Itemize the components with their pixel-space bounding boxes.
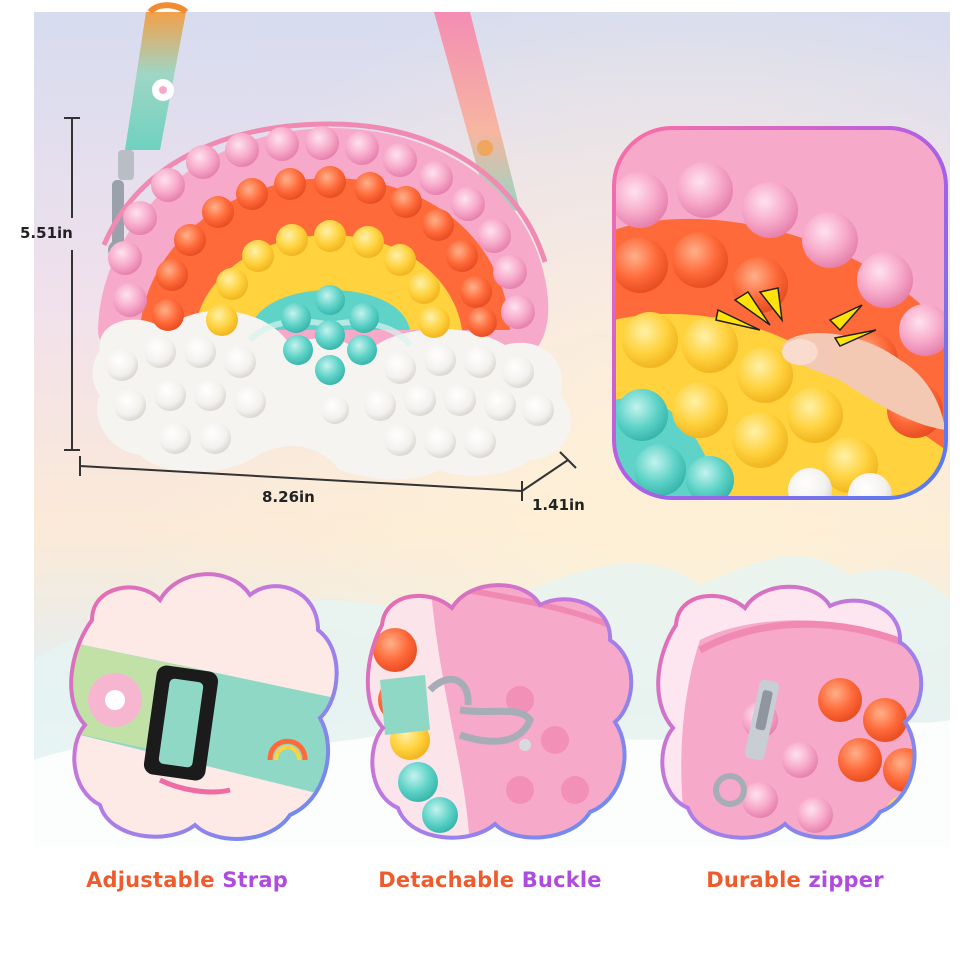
caption-word-1: Durable: [706, 868, 801, 892]
caption-word-1: Adjustable: [86, 868, 215, 892]
zipper-pull-icon: [713, 679, 780, 807]
white-bubbles: [106, 336, 554, 458]
pop-burst-icon: [715, 287, 877, 347]
height-dimension-label: 5.51in: [20, 224, 73, 242]
teal-bubbles: [281, 285, 379, 385]
shoulder-strap: [125, 2, 520, 214]
feature-image-strap: [69, 572, 339, 841]
metal-clasp-icon: [427, 675, 534, 745]
caption-adjustable-strap: Adjustable Strap: [37, 868, 337, 892]
zoom-detail-panel: [612, 126, 948, 500]
caption-word-2: zipper: [808, 868, 884, 892]
caption-durable-zipper: Durable zipper: [645, 868, 945, 892]
width-dimension-label: 8.26in: [262, 488, 315, 506]
pressing-finger: [782, 333, 946, 440]
depth-dimension-line: [521, 451, 577, 492]
height-dimension-line: [64, 117, 80, 451]
caption-detachable-buckle: Detachable Buckle: [340, 868, 640, 892]
feature-image-buckle: [365, 583, 634, 840]
caption-word-2: Strap: [222, 868, 288, 892]
caption-word-2: Buckle: [521, 868, 602, 892]
depth-dimension-label: 1.41in: [532, 496, 585, 514]
orange-bubbles: [152, 166, 497, 337]
yellow-bubbles: [206, 220, 450, 338]
pink-bubbles: [108, 126, 535, 329]
caption-word-1: Detachable: [378, 868, 515, 892]
